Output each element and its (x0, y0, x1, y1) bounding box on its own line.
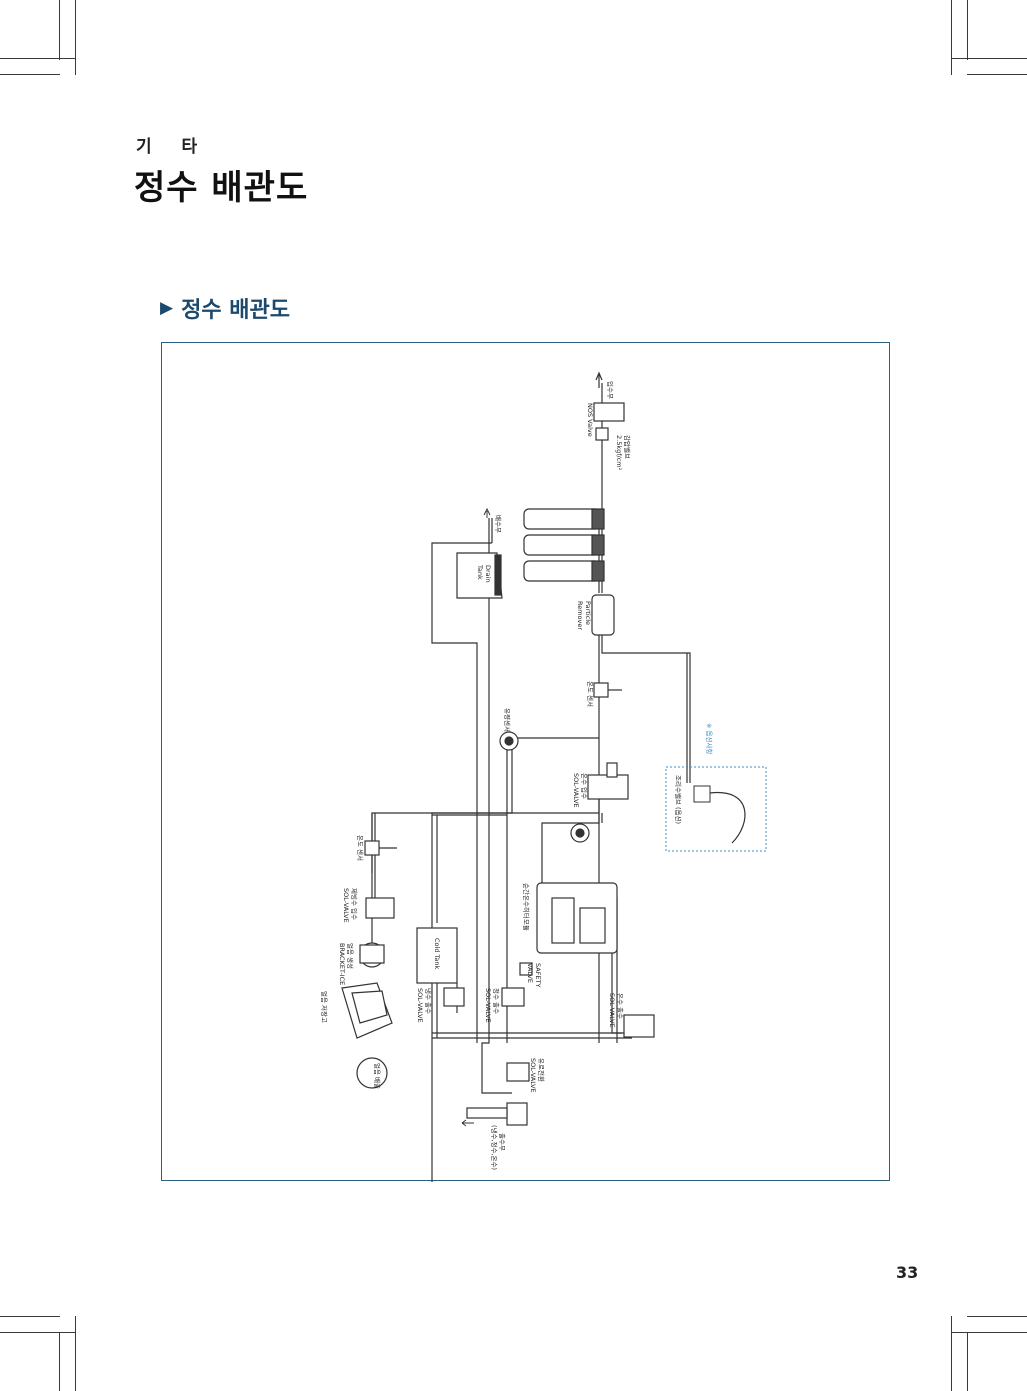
crop-mark-bottom-right-h (967, 1316, 1027, 1317)
crop-mark-top-right-h (967, 74, 1027, 75)
drain-arrow-icon (483, 507, 491, 518)
filter-cartridge-1 (523, 508, 601, 530)
crop-mark-top-right-v (951, 0, 952, 75)
particle-remover (591, 594, 615, 636)
crop-mark-bottom-left-h2 (0, 1332, 75, 1333)
inlet-arrow-icon (595, 371, 603, 388)
label-cold-tank: Cold Tank (433, 938, 441, 970)
label-hot-out-2: SOL-VALVE (608, 993, 616, 1028)
label-cold-out-2: SOL-VALVE (416, 988, 424, 1023)
nos-valve (593, 402, 625, 422)
hot-out-valve (623, 1014, 655, 1038)
label-ice-inlet-1: 제빙수 입수 (350, 888, 359, 920)
crop-mark-top-left-h (0, 74, 60, 75)
label-pure-out-1: 정수 출수 (492, 988, 501, 1014)
crop-mark-bottom-left-v (75, 1316, 76, 1391)
cold-out-valve (443, 987, 465, 1007)
label-reuse-valve: 조리수밸브 (옵션) (674, 775, 683, 824)
crop-mark-bottom-right-h2 (951, 1332, 1027, 1333)
filter-cartridge-2 (523, 534, 601, 556)
pure-out-valve (501, 987, 525, 1007)
label-inlet: 입수부 (606, 381, 614, 399)
label-pressure-reducer: 감압밸브 (623, 435, 632, 459)
label-drain: 배수부 (494, 515, 503, 533)
label-ice-maker-1: 얼음 생성 (346, 943, 355, 969)
label-pure-out-2: SOL-VALVE (484, 988, 492, 1023)
label-drain-tank-2: Tank (476, 564, 484, 580)
crop-mark-top-left-v2 (59, 0, 60, 60)
label-temp-sensor-2: 온도 센서 (356, 835, 365, 861)
outlet-faucet (506, 1102, 528, 1126)
triangle-bullet-icon: ▶ (160, 298, 174, 318)
label-ice-out: 얼음 배출 (373, 1063, 382, 1089)
drain-tank (456, 552, 503, 599)
label-outlet-2: (냉수,정수,온수) (490, 1125, 499, 1170)
hot-inlet-valve (587, 774, 629, 800)
label-ice-inlet-2: SOL-VALVE (342, 888, 350, 923)
label-hot-inlet-2: SOL-VALVE (572, 773, 580, 808)
crop-mark-bottom-left-h (0, 1316, 60, 1317)
label-flow-ctrl-1: 유로전환 (537, 1058, 546, 1082)
label-ice-maker-2: BRACKET-ICE (338, 943, 346, 985)
label-hot-out-1: 온수 출수 (616, 993, 625, 1019)
label-option-note: ※ 옵션사항 (705, 723, 714, 754)
piping-diagram: 입수부 NOS Valve 감압밸브 2.5kgf/cm² 배수부 Drain … (161, 342, 890, 1182)
label-inst-heater: 순간온수히터모듈 (522, 883, 531, 931)
section-heading-text: 정수 배관도 (181, 298, 290, 323)
crop-mark-top-right-h2 (951, 58, 1027, 59)
label-outlet-1: 출수부 (498, 1133, 507, 1151)
safety-valve (519, 962, 533, 976)
crop-mark-bottom-right-v2 (967, 1332, 968, 1391)
label-cold-out-1: 냉수 출수 (424, 988, 433, 1014)
category-label: 기 타 (136, 137, 210, 157)
piping-diagram-svg: 입수부 NOS Valve 감압밸브 2.5kgf/cm² 배수부 Drain … (320, 371, 767, 1182)
flow-control-valve (506, 1062, 530, 1082)
option-box (665, 766, 767, 852)
label-safety-1: SAFETY (534, 963, 542, 988)
label-flow-sensor: 유량센서 (503, 708, 512, 732)
crop-mark-bottom-right-v (951, 1316, 952, 1391)
label-temp-sensor-1: 온도 센서 (586, 681, 595, 707)
outlet-arrow-icon (461, 1119, 474, 1127)
crop-mark-top-left-h2 (0, 58, 75, 59)
label-particle-2: Remover (576, 601, 584, 630)
label-flow-ctrl-2: SOL-VALVE (529, 1058, 537, 1093)
label-ice-bin: 얼음 저장고 (320, 991, 329, 1023)
cold-tank (416, 927, 458, 984)
label-pressure-value: 2.5kgf/cm² (615, 435, 623, 471)
crop-mark-bottom-left-v2 (59, 1332, 60, 1391)
ice-inlet-valve (365, 897, 395, 919)
label-hot-inlet-1: 온수 입수 (580, 773, 588, 799)
label-nos-valve: NOS Valve (586, 403, 594, 437)
label-safety-2: VALVE (526, 963, 534, 983)
crop-mark-top-right-v2 (967, 0, 968, 60)
ice-outlet (356, 1057, 388, 1089)
page-number: 33 (896, 1263, 919, 1282)
reuse-valve (693, 785, 711, 803)
filter-cartridge-3 (523, 560, 601, 582)
temp-sensor-2 (364, 840, 380, 856)
section-heading: ▶ 정수 배관도 (160, 292, 290, 324)
crop-mark-top-left-v (75, 0, 76, 75)
label-drain-tank-1: Drain (484, 565, 492, 583)
label-particle-1: Particle (584, 601, 592, 625)
page-title: 정수 배관도 (134, 168, 309, 208)
temp-sensor-1 (593, 682, 609, 698)
